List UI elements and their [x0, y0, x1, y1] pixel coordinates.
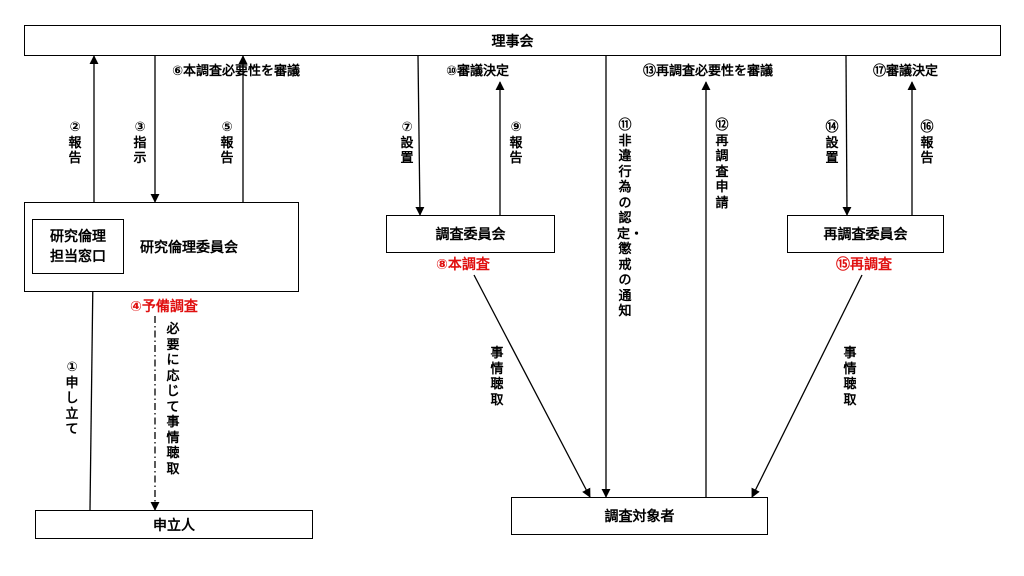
reinvestigation-committee-box: 再調査委員会: [787, 215, 944, 253]
step7-label: ⑦設置: [400, 120, 414, 166]
step8-label: ⑧本調査: [436, 257, 490, 273]
step17-label: ⑰審議決定: [873, 64, 939, 79]
step4-label: ④予備調査: [130, 299, 198, 315]
step9-label: ⑨報告: [509, 120, 523, 166]
contact-line2: 担当窓口: [50, 248, 106, 265]
arrow-setup-14: [842, 55, 852, 216]
contact-line1: 研究倫理: [50, 228, 106, 245]
step1-label: ①申し立て: [65, 360, 79, 437]
step14-label: ⑭設置: [825, 120, 839, 166]
step2-label: ②報告: [68, 120, 82, 166]
step12-label: ⑫再調査申請: [715, 118, 729, 211]
arrow-hearing-main: [473, 274, 591, 498]
step16-label: ⑯報告: [920, 120, 934, 166]
applicant-box: 申立人: [35, 510, 313, 539]
step4-note: 必要に応じて事情聴取: [166, 322, 180, 477]
investigation-committee-box: 調査委員会: [386, 215, 555, 253]
subject-box: 調査対象者: [511, 497, 768, 535]
step6-label: ⑥本調査必要性を審議: [172, 64, 301, 79]
step11-label: ⑪非違行為の認定・懲戒の通知: [617, 118, 644, 319]
step13-label: ⑬再調査必要性を審議: [643, 64, 774, 79]
hearing-re-label: 事情聴取: [843, 346, 857, 408]
step5-label: ⑤報告: [220, 120, 234, 166]
step15-label: ⑮再調査: [836, 257, 892, 273]
hearing-main-label: 事情聴取: [490, 346, 504, 408]
board-box: 理事会: [24, 25, 1001, 56]
ethics-committee-label: 研究倫理委員会: [140, 240, 238, 256]
arrow-filing-1: [88, 273, 98, 511]
contact-box: 研究倫理 担当窓口: [32, 219, 124, 274]
arrow-setup-7: [415, 55, 425, 216]
step3-label: ③指示: [133, 120, 147, 166]
step10-label: ⑩審議決定: [446, 64, 510, 79]
arrow-hearing-re: [751, 274, 863, 498]
